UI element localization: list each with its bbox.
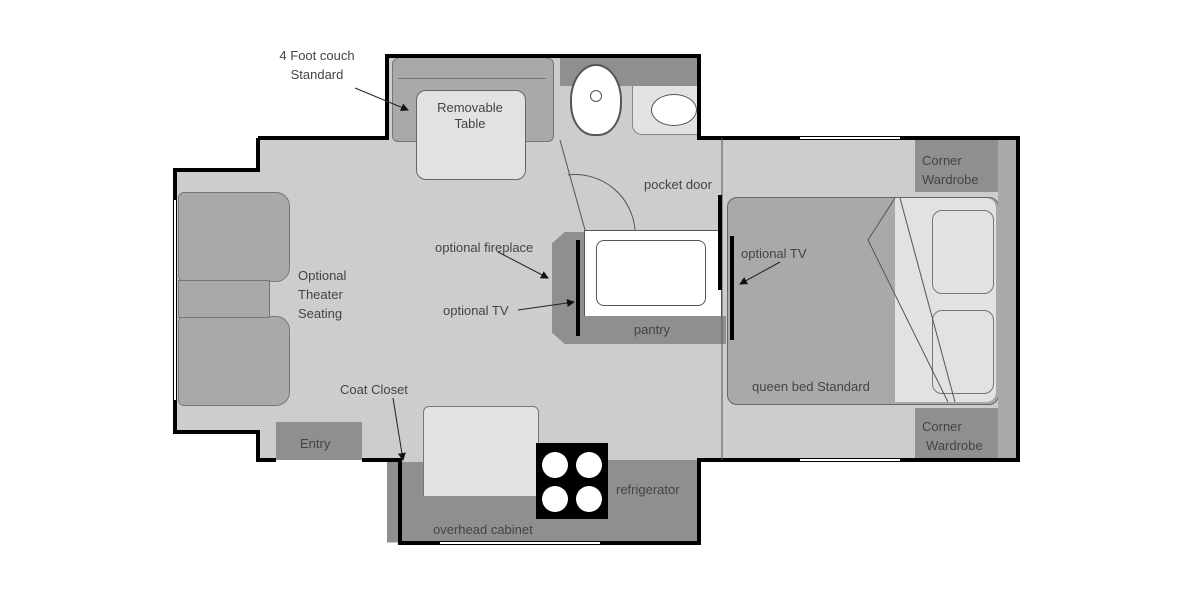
- optional-fireplace-label: optional fireplace: [435, 240, 534, 255]
- toilet-hole: [590, 90, 602, 102]
- sink: [651, 94, 697, 126]
- burner-1: [542, 452, 568, 478]
- corner-wardrobe-bottom: [915, 408, 999, 460]
- theater-line1: Optional: [298, 268, 347, 283]
- optional-tv-left-label: optional TV: [443, 303, 509, 318]
- corner-wardrobe-top-label: Corner Wardrobe: [922, 153, 979, 188]
- couch-back: [398, 58, 546, 79]
- bedroom-side-cabinet: [998, 140, 1016, 460]
- pocket-door-label: pocket door: [644, 177, 712, 192]
- overhead-cabinet-label: overhead cabinet: [433, 522, 533, 537]
- refrigerator-label: refrigerator: [616, 482, 680, 497]
- entry-step: [276, 422, 362, 460]
- corner-wardrobe-top-line1: Corner: [922, 153, 962, 168]
- entry-label: Entry: [300, 436, 331, 451]
- corner-wardrobe-top-line2: Wardrobe: [922, 172, 979, 187]
- table-label-line2: Table: [454, 116, 486, 131]
- couch-label: 4 Foot couch Standard: [262, 48, 372, 83]
- table-label-line1: Removable: [437, 100, 503, 115]
- optional-tv-right-label: optional TV: [741, 246, 807, 261]
- pillow-bottom: [932, 310, 994, 394]
- theater-seat-2: [178, 316, 290, 406]
- corner-wardrobe-top: [915, 140, 999, 192]
- couch-label-line2: Standard: [290, 67, 344, 82]
- pillow-top: [932, 210, 994, 294]
- theater-seat-console: [178, 280, 270, 318]
- removable-table: [416, 90, 526, 180]
- coat-closet: [387, 462, 423, 542]
- corner-wardrobe-bottom-line2: Wardrobe: [926, 438, 983, 453]
- shower-pan: [596, 240, 706, 306]
- corner-wardrobe-bottom-line1: Corner: [922, 419, 962, 434]
- burner-3: [542, 486, 568, 512]
- queen-bed-label: queen bed Standard: [752, 379, 870, 394]
- theater-line3: Seating: [298, 306, 343, 321]
- corner-wardrobe-bottom-label: Corner Wardrobe: [922, 419, 983, 454]
- table-label: Removable Table: [416, 100, 524, 132]
- couch-label-line1: 4 Foot couch: [279, 48, 355, 63]
- theater-seat-1: [178, 192, 290, 282]
- theater-line2: Theater: [298, 287, 343, 302]
- theater-seating-label: Optional Theater Seating: [298, 268, 346, 322]
- burner-4: [576, 486, 602, 512]
- refrigerator: [608, 460, 698, 542]
- coat-closet-label: Coat Closet: [340, 382, 408, 397]
- pantry-label: pantry: [633, 322, 671, 337]
- pantry: [584, 316, 726, 344]
- burner-2: [576, 452, 602, 478]
